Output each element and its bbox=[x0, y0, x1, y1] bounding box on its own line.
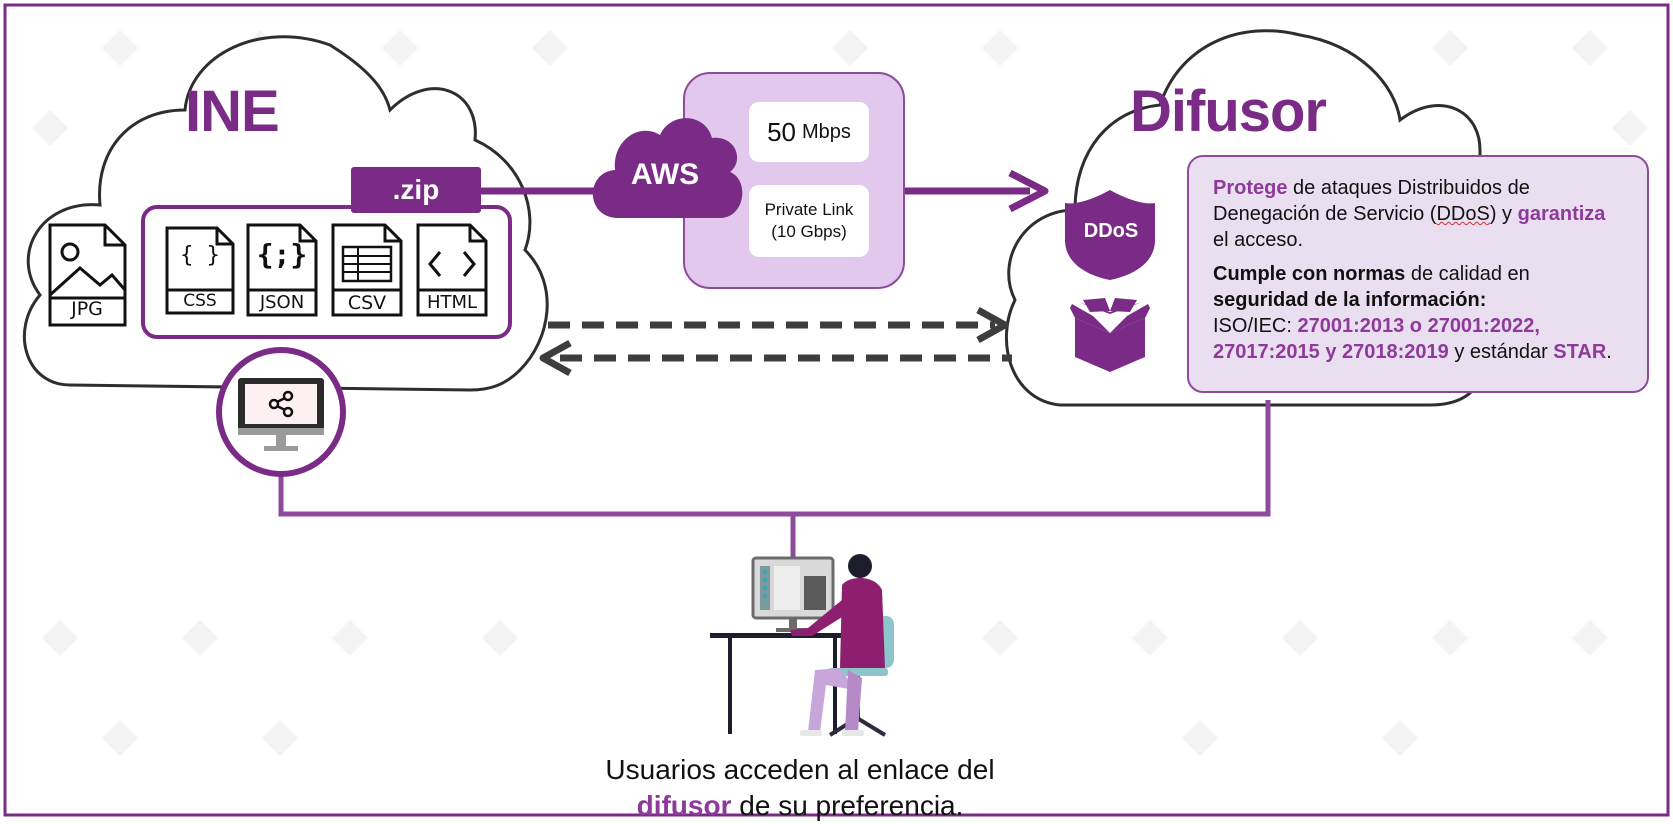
bandwidth-value: 50 bbox=[767, 116, 796, 147]
json-braces-glyph: {;} bbox=[256, 238, 308, 271]
json-file-icon bbox=[246, 223, 318, 317]
ddos-shield-icon bbox=[1065, 190, 1155, 280]
private-link-label: Private Link bbox=[764, 200, 854, 219]
bandwidth-box: 50 Mbps bbox=[749, 102, 869, 162]
caption-difusor-highlight: difusor bbox=[636, 790, 732, 821]
aws-cloud-icon bbox=[592, 118, 743, 218]
standards-compliance-text: Cumple con normas de calidad en segurida… bbox=[1213, 263, 1612, 363]
css-file-icon bbox=[165, 226, 235, 315]
caption-line-2: difusor de su preferencia. bbox=[636, 790, 964, 821]
ddos-protection-text: Protege de ataques Distribuidos de Deneg… bbox=[1213, 177, 1606, 251]
file-label-html: HTML bbox=[426, 292, 478, 313]
background-pattern bbox=[32, 30, 1648, 756]
open-box-icon bbox=[1070, 298, 1150, 372]
file-label-json: JSON bbox=[259, 292, 305, 313]
image-file-icon bbox=[48, 223, 127, 327]
share-monitor-icon bbox=[216, 347, 346, 477]
file-label-csv: CSV bbox=[347, 292, 387, 314]
private-link-capacity: (10 Gbps) bbox=[771, 222, 847, 241]
difusor-title: Difusor bbox=[1130, 79, 1327, 144]
file-label-css: CSS bbox=[183, 291, 217, 311]
css-braces-glyph: { } bbox=[180, 243, 220, 268]
zip-tag: .zip bbox=[351, 167, 481, 213]
difusor-info-box: Protege de ataques Distribuidos de Deneg… bbox=[1187, 155, 1649, 393]
users-caption: Usuarios acceden al enlace del difusor d… bbox=[560, 752, 1040, 824]
file-label-jpg: JPG bbox=[71, 298, 103, 320]
csv-file-icon bbox=[331, 223, 403, 317]
bandwidth-unit: Mbps bbox=[802, 120, 851, 143]
ddos-label: DDoS bbox=[1083, 220, 1139, 242]
transfer-arrowhead bbox=[1008, 169, 1049, 213]
aws-label: AWS bbox=[630, 158, 700, 191]
html-file-icon bbox=[416, 223, 488, 317]
ine-title: INE bbox=[185, 79, 280, 144]
user-at-desk-illustration bbox=[710, 554, 894, 737]
private-link-box: Private Link (10 Gbps) bbox=[749, 185, 869, 257]
caption-line-1: Usuarios acceden al enlace del bbox=[605, 754, 995, 785]
connector-lines bbox=[278, 400, 1271, 565]
